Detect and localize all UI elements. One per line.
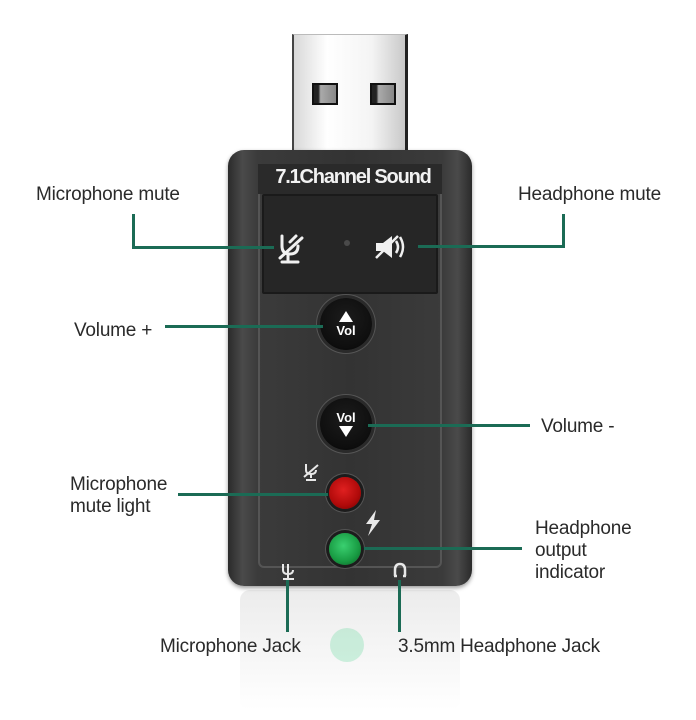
label-microphone-jack: Microphone Jack [160, 636, 301, 657]
microphone-mute-icon[interactable] [276, 232, 306, 268]
mic-mute-small-icon [302, 462, 320, 489]
label-mic-mute-light-2: mute light [70, 496, 151, 517]
volume-down-button[interactable]: Vol [320, 398, 372, 450]
volume-up-label: Vol [336, 323, 356, 338]
label-headphone-jack: 3.5mm Headphone Jack [398, 636, 600, 657]
leader-volume-down [368, 424, 530, 427]
leader-mic-light [178, 493, 328, 496]
device-reflection [240, 590, 460, 710]
status-pinhole [344, 240, 350, 246]
leader-mic-mute-v [132, 214, 135, 248]
usb-connector [292, 34, 408, 152]
volume-down-label: Vol [336, 410, 356, 425]
label-headphone-mute: Headphone mute [518, 184, 661, 205]
label-hp-output-2: output [535, 540, 587, 561]
label-microphone-mute: Microphone mute [36, 184, 180, 205]
headphone-jack-icon[interactable] [392, 562, 408, 584]
leader-mic-mute-h [132, 246, 274, 249]
leader-hp-jack [398, 580, 401, 632]
reflection-led [330, 628, 364, 662]
usb-slot-left [312, 83, 338, 105]
microphone-mute-led [329, 477, 361, 509]
volume-up-button[interactable]: Vol [320, 298, 372, 350]
leader-hp-mute-v [562, 214, 565, 247]
mute-panel [262, 194, 438, 294]
label-volume-minus: Volume - [541, 416, 615, 437]
title-bar [258, 164, 442, 194]
microphone-jack-icon[interactable] [280, 562, 296, 584]
label-hp-output-1: Headphone [535, 518, 632, 539]
label-volume-plus: Volume + [74, 320, 153, 341]
arrow-up-icon [339, 311, 353, 322]
usb-slot-right [370, 83, 396, 105]
leader-volume-up [165, 325, 323, 328]
label-hp-output-3: indicator [535, 562, 606, 583]
headphone-mute-icon[interactable] [374, 232, 410, 266]
leader-hp-output [364, 547, 522, 550]
label-mic-mute-light-1: Microphone [70, 474, 168, 495]
device-title: 7.1Channel Sound [275, 166, 431, 188]
headphone-output-led [329, 533, 361, 565]
leader-hp-mute-h [418, 245, 565, 248]
lightning-icon [364, 510, 382, 540]
leader-mic-jack [286, 580, 289, 632]
arrow-down-icon [339, 426, 353, 437]
